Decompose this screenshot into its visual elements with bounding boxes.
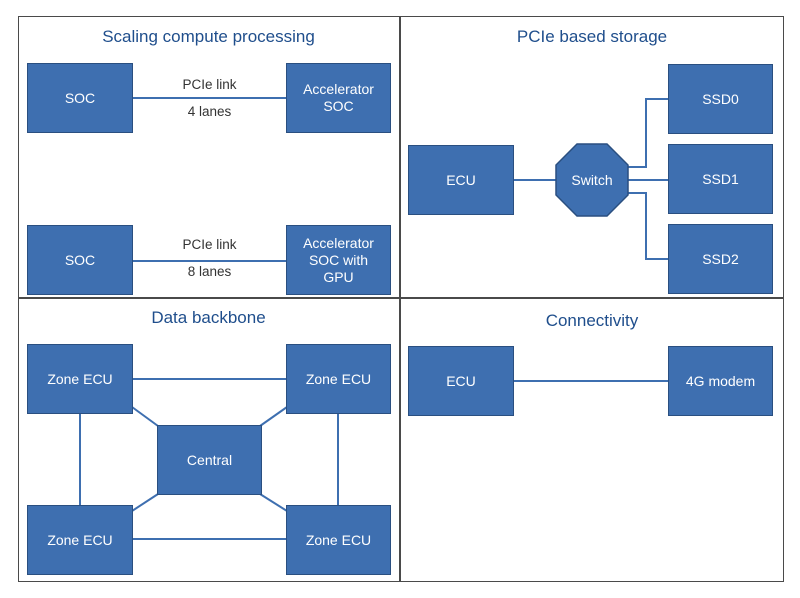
storage-ecu-box: ECU xyxy=(408,145,514,215)
switch-octagon xyxy=(555,143,629,217)
central-box: Central xyxy=(157,425,262,495)
zone-right-line xyxy=(337,412,339,506)
accelerator-soc-box-1: Accelerator SOC xyxy=(286,63,391,133)
soc-box-2: SOC xyxy=(27,225,133,295)
soc-box-1: SOC xyxy=(27,63,133,133)
zone-ecu-bottom-left: Zone ECU xyxy=(27,505,133,575)
zone-ecu-bottom-right: Zone ECU xyxy=(286,505,391,575)
zone-ecu-top-left: Zone ECU xyxy=(27,344,133,414)
compute-link-line-1 xyxy=(132,97,287,99)
zone-bottom-line xyxy=(132,538,287,540)
lanes-label-1: 4 lanes xyxy=(187,104,232,119)
ecu-switch-line xyxy=(512,179,558,181)
connectivity-panel-title: Connectivity xyxy=(545,311,639,330)
switch-ssd2-stub xyxy=(626,192,646,194)
switch-label: Switch xyxy=(571,171,613,188)
switch-ssd1-line xyxy=(626,179,670,181)
connectivity-ecu-box: ECU xyxy=(408,346,514,416)
accelerator-soc-gpu-box: Accelerator SOC with GPU xyxy=(286,225,391,295)
switch-ssd0-horizontal xyxy=(645,98,670,100)
zone-ecu-top-right: Zone ECU xyxy=(286,344,391,414)
storage-panel-title: PCIe based storage xyxy=(516,27,668,46)
backbone-panel-title: Data backbone xyxy=(151,308,266,327)
zone-top-line xyxy=(132,378,287,380)
ecu-modem-line xyxy=(512,380,670,382)
4g-modem-box: 4G modem xyxy=(668,346,773,416)
compute-link-line-2 xyxy=(132,260,287,262)
diagram-frame xyxy=(18,16,784,582)
ssd0-box: SSD0 xyxy=(668,64,773,134)
vertical-divider xyxy=(399,16,401,582)
ssd1-box: SSD1 xyxy=(668,144,773,214)
compute-panel-title: Scaling compute processing xyxy=(102,27,315,46)
horizontal-divider xyxy=(18,297,784,299)
ssd2-box: SSD2 xyxy=(668,224,773,294)
zone-left-line xyxy=(79,412,81,506)
switch-ssd2-horizontal xyxy=(645,258,670,260)
pcie-link-label-2: PCIe link xyxy=(182,237,237,252)
switch-ssd0-stub xyxy=(626,166,646,168)
switch-ssd2-vertical xyxy=(645,192,647,259)
switch-ssd0-vertical xyxy=(645,98,647,168)
pcie-link-label-1: PCIe link xyxy=(182,77,237,92)
lanes-label-2: 8 lanes xyxy=(187,264,232,279)
